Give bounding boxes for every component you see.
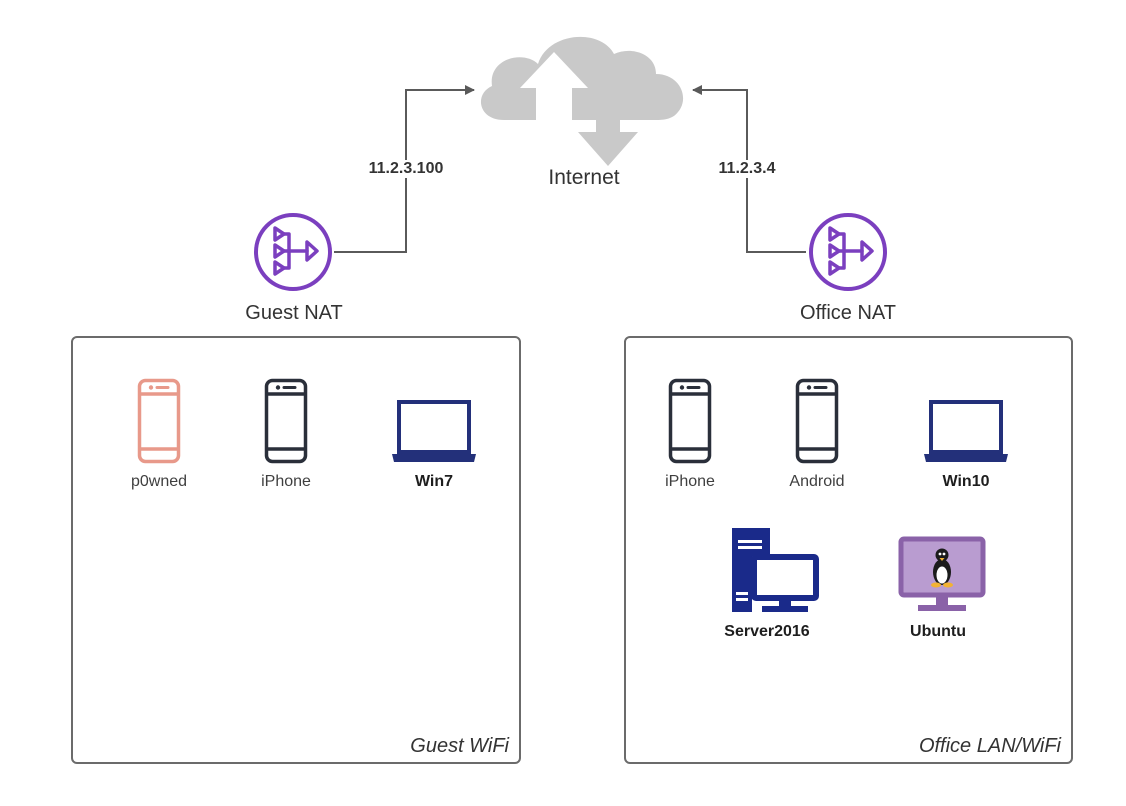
- cloud-icon: [480, 36, 684, 166]
- guest-public-ip: 11.2.3.100: [365, 160, 447, 178]
- office-public-ip: 11.2.3.4: [715, 160, 779, 178]
- device-label-p0wned: p0wned: [130, 473, 188, 490]
- guest-wifi-zone-label: Guest WiFi: [408, 735, 511, 758]
- nat-gateway-icon: [809, 213, 887, 291]
- device-label-android: Android: [789, 473, 845, 490]
- device-label-server2016: Server2016: [724, 623, 810, 640]
- guest-nat-label: Guest NAT: [245, 302, 343, 324]
- guest-wifi-zone: Guest WiFi: [71, 336, 521, 764]
- laptop-icon: [392, 400, 476, 462]
- device-label-ubuntu: Ubuntu: [910, 623, 966, 640]
- phone-icon: [795, 378, 839, 464]
- office-lan-zone: Office LAN/WiFi: [624, 336, 1073, 764]
- linux-monitor-icon: [898, 536, 986, 611]
- laptop-icon: [924, 400, 1008, 462]
- device-label-win7: Win7: [414, 473, 454, 490]
- server-workstation-icon: [732, 528, 819, 612]
- phone-icon: [264, 378, 308, 464]
- device-label-iphone-office: iPhone: [665, 473, 715, 490]
- phone-icon: [137, 378, 181, 464]
- device-label-iphone-guest: iPhone: [261, 473, 311, 490]
- phone-icon: [668, 378, 712, 464]
- internet-label: Internet: [548, 166, 620, 189]
- nat-gateway-icon: [254, 213, 332, 291]
- office-lan-zone-label: Office LAN/WiFi: [916, 735, 1063, 758]
- device-label-win10: Win10: [942, 473, 990, 490]
- office-nat-label: Office NAT: [800, 302, 896, 324]
